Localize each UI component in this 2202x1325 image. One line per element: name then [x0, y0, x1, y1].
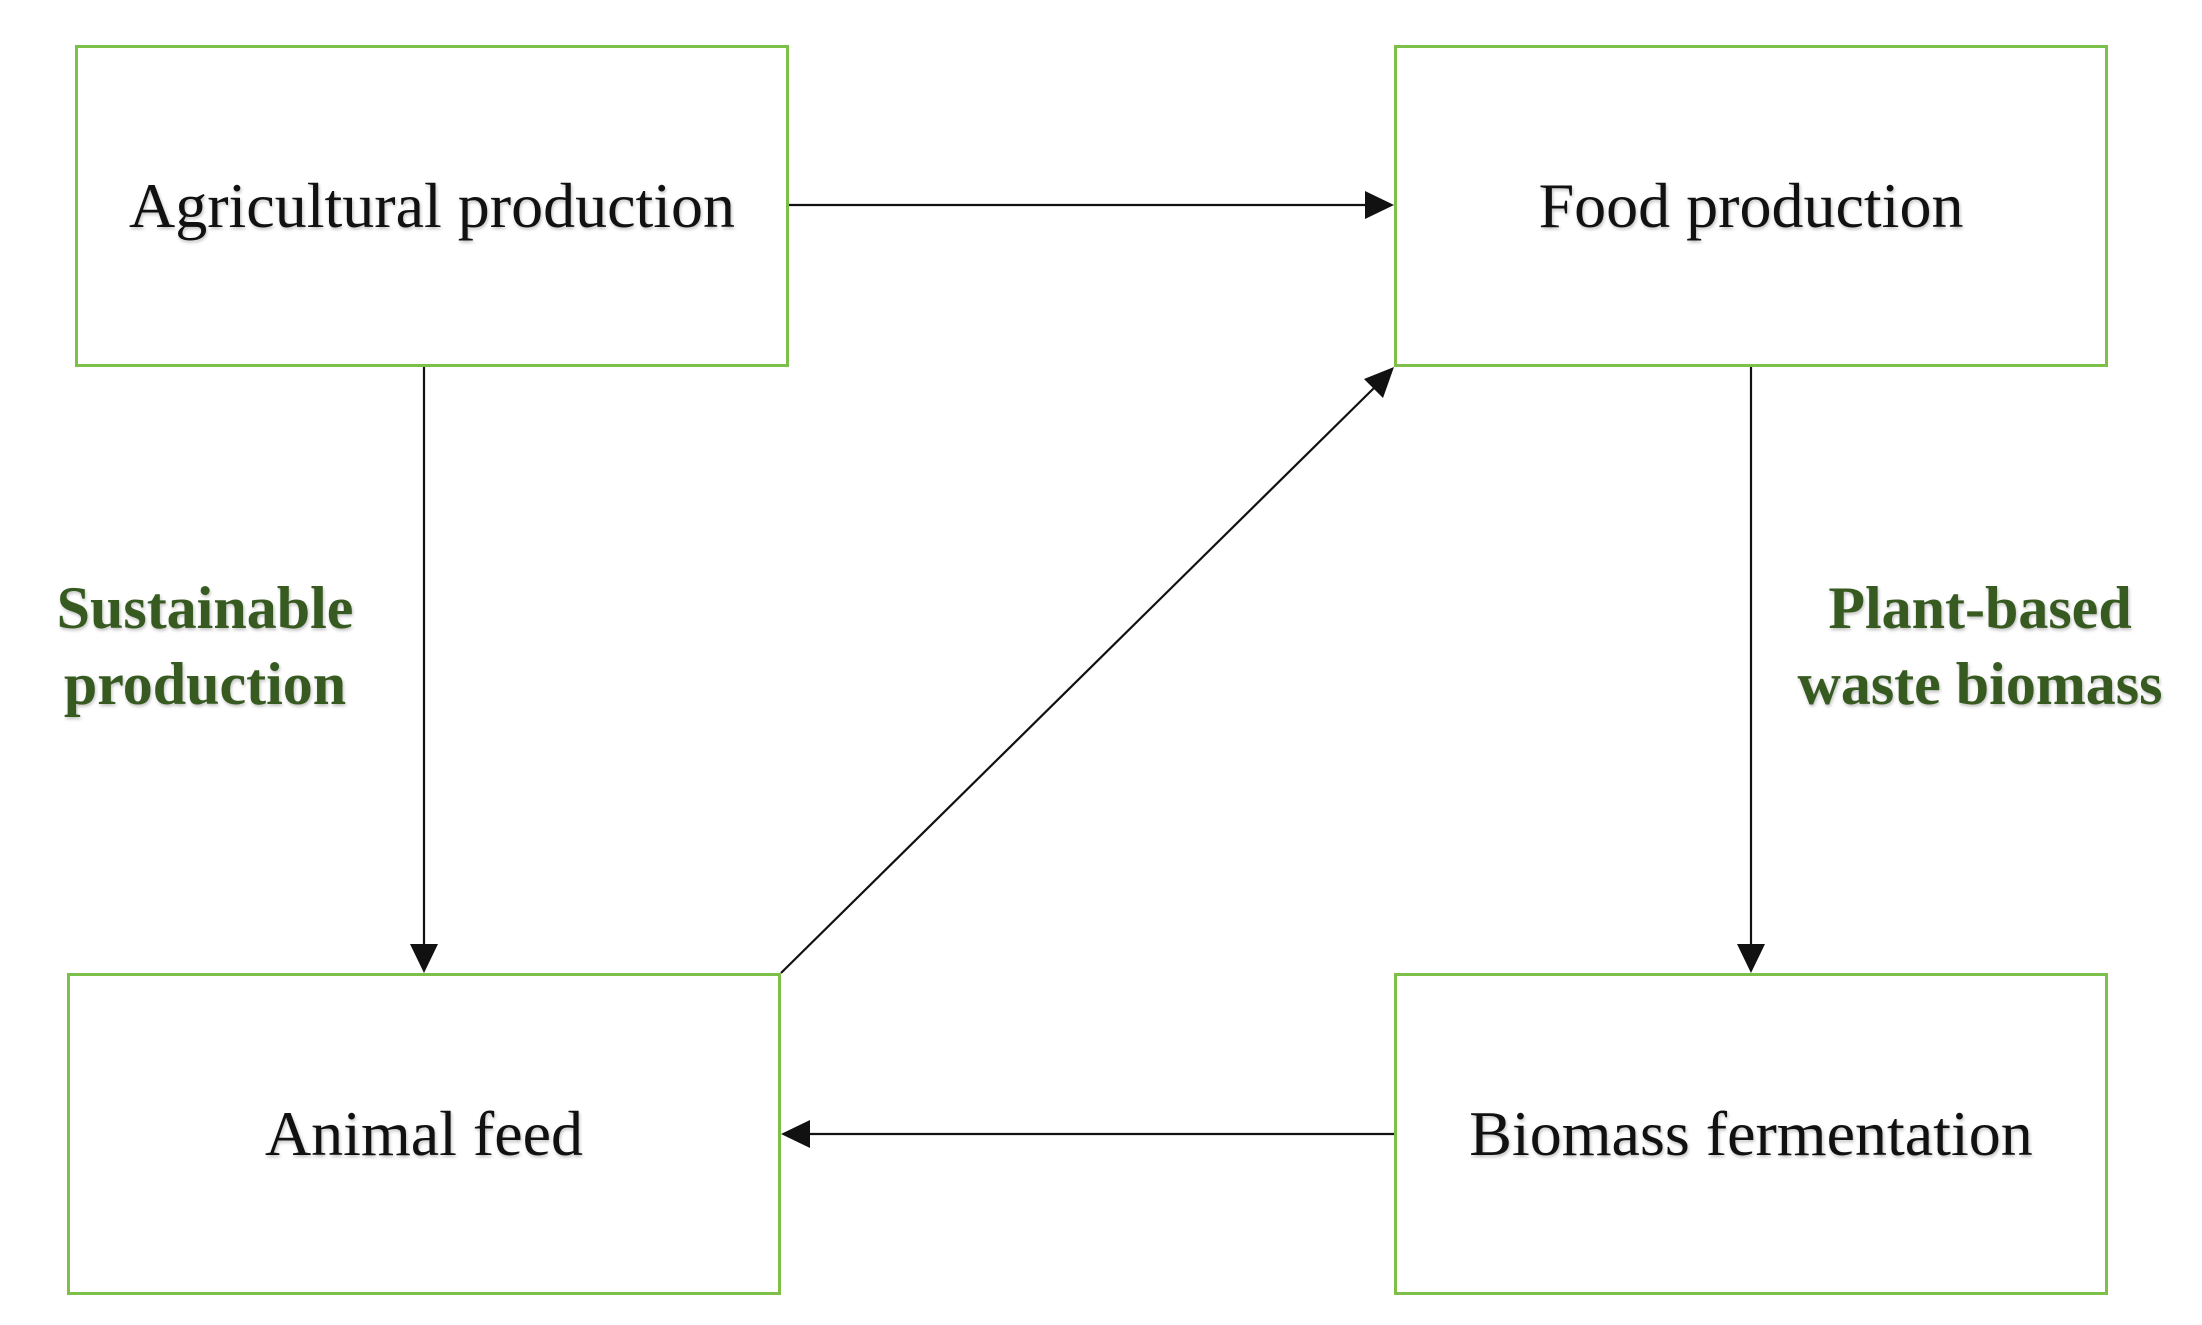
biomass-fermentation-box: Biomass fermentation: [1394, 973, 2108, 1295]
animal-feed-box: Animal feed: [67, 973, 781, 1295]
agricultural-production-box: Agricultural production: [75, 45, 789, 367]
sustainable-production-label: Sustainable production: [10, 570, 400, 722]
plant-based-line-2: waste biomass: [1797, 651, 2163, 717]
food-production-label: Food production: [1538, 169, 1964, 241]
sustainable-line-1: Sustainable: [56, 575, 354, 641]
arrow-feed-to-food: [780, 367, 1394, 974]
arrow-ferm-to-feed: [781, 1120, 1394, 1148]
agricultural-production-label: Agricultural production: [128, 169, 736, 241]
plant-based-line-1: Plant-based: [1828, 575, 2132, 641]
animal-feed-label: Animal feed: [264, 1097, 584, 1169]
arrow-agri-to-food: [789, 191, 1394, 219]
arrow-food-to-ferm: [1737, 367, 1765, 973]
food-production-box: Food production: [1394, 45, 2108, 367]
sustainable-line-2: production: [63, 651, 347, 717]
plant-based-waste-biomass-label: Plant-based waste biomass: [1760, 570, 2200, 722]
biomass-fermentation-label: Biomass fermentation: [1469, 1097, 2033, 1169]
arrow-agri-to-feed: [410, 367, 438, 973]
